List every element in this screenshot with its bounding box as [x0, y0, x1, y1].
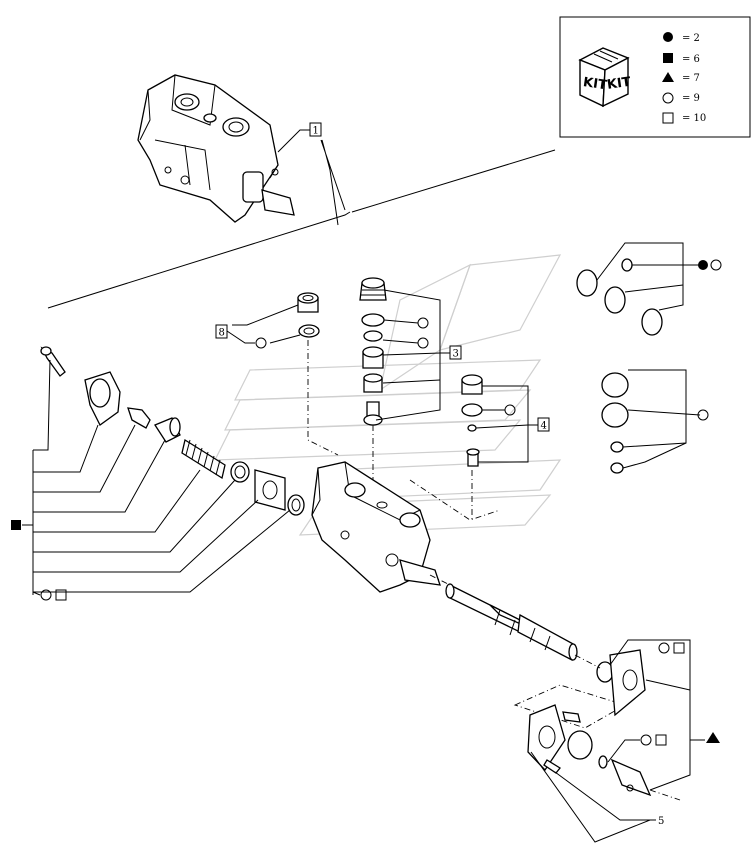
svg-text:= 10: = 10 — [682, 113, 706, 124]
kit-label-left: KIT — [582, 75, 608, 93]
svg-text:= 7: = 7 — [682, 73, 700, 84]
open-square-icon — [662, 112, 674, 124]
spool — [445, 583, 578, 661]
open-square-icon — [673, 642, 685, 654]
left-side-parts — [11, 346, 305, 601]
filled-triangle-icon — [706, 732, 720, 743]
kit-legend: KIT KIT = 2 = 6 = 7 = 9 = 10 — [559, 16, 751, 138]
svg-text:8: 8 — [219, 328, 225, 339]
svg-text:= 2: = 2 — [682, 33, 700, 44]
svg-text:4: 4 — [541, 421, 547, 432]
open-circle-icon — [640, 734, 652, 746]
svg-text:= 6: = 6 — [682, 54, 700, 65]
open-circle-icon — [417, 317, 429, 329]
bottom-right-parts: 5 — [513, 639, 720, 843]
open-circle-icon — [697, 409, 709, 421]
open-circle-icon — [417, 337, 429, 349]
filled-square-icon — [11, 520, 21, 530]
filled-triangle-icon — [662, 72, 674, 82]
o-ring-group-upper — [576, 242, 722, 336]
filled-square-icon — [663, 53, 673, 63]
valve-body-main — [311, 461, 441, 593]
open-square-icon — [655, 734, 667, 746]
svg-text:= 9: = 9 — [682, 93, 700, 104]
svg-text:1: 1 — [313, 126, 319, 137]
svg-text:3: 3 — [453, 349, 459, 360]
plug-group-8: 8 — [215, 292, 320, 349]
callout-1: 1 — [277, 122, 346, 226]
section-separator-line — [47, 149, 556, 309]
filled-circle-icon — [698, 260, 708, 270]
open-circle-icon — [662, 92, 674, 104]
open-circle-icon — [504, 404, 516, 416]
callout-5-label: 5 — [658, 816, 664, 827]
plug-group-4: 4 — [461, 374, 550, 467]
open-circle-icon — [255, 337, 267, 349]
open-circle-icon — [658, 642, 670, 654]
open-square-icon — [55, 589, 67, 601]
open-circle-icon — [40, 589, 52, 601]
filled-circle-icon — [663, 32, 673, 42]
o-ring-group-middle — [601, 369, 709, 474]
valve-assembly-overview — [137, 74, 295, 223]
valve-stack-3: 3 — [359, 277, 462, 426]
open-circle-icon — [710, 259, 722, 271]
kit-label-right: KIT — [606, 75, 632, 93]
